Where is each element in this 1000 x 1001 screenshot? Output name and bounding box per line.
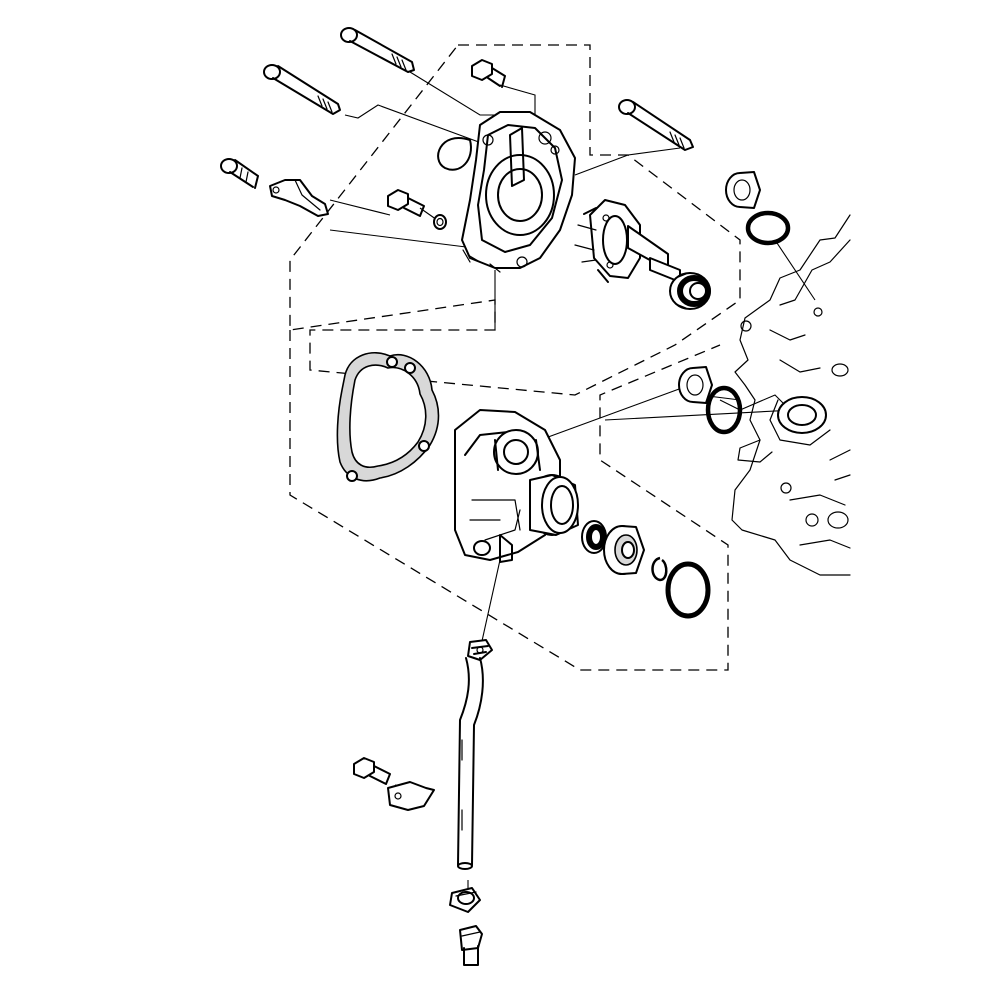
long-bolt-1 bbox=[340, 27, 415, 73]
long-bolt-3 bbox=[618, 99, 694, 151]
bolt-lower bbox=[459, 925, 483, 966]
hose-clamp-upper bbox=[467, 639, 493, 661]
drain-hose bbox=[457, 657, 484, 870]
housing-gasket bbox=[336, 351, 440, 482]
assembly-boundary-upper bbox=[289, 44, 741, 396]
water-pump-cover bbox=[437, 111, 576, 273]
o-ring-lower bbox=[705, 385, 743, 435]
bolt-clip bbox=[353, 757, 391, 785]
mechanical-seal bbox=[669, 272, 711, 310]
long-bolt-2 bbox=[263, 64, 341, 115]
oil-seal bbox=[581, 520, 607, 554]
water-pump-housing bbox=[454, 409, 579, 563]
short-bolt-top bbox=[471, 59, 506, 88]
assembly-boundary-lower bbox=[289, 330, 729, 671]
bolt-with-washer bbox=[387, 189, 447, 230]
bracket bbox=[269, 179, 329, 217]
impeller-shaft bbox=[574, 199, 681, 283]
bolt-left-bracket bbox=[220, 158, 259, 189]
leader-lines bbox=[329, 71, 816, 912]
hose-clamp-lower bbox=[449, 887, 481, 913]
hose-guide-clip bbox=[387, 781, 435, 811]
o-ring-large bbox=[665, 561, 711, 619]
o-ring-upper bbox=[745, 210, 791, 246]
circlip bbox=[651, 556, 668, 582]
collar-sleeve-lower bbox=[678, 366, 713, 404]
bearing bbox=[603, 525, 645, 575]
crankcase-section bbox=[731, 214, 851, 576]
collar-sleeve bbox=[725, 171, 761, 209]
